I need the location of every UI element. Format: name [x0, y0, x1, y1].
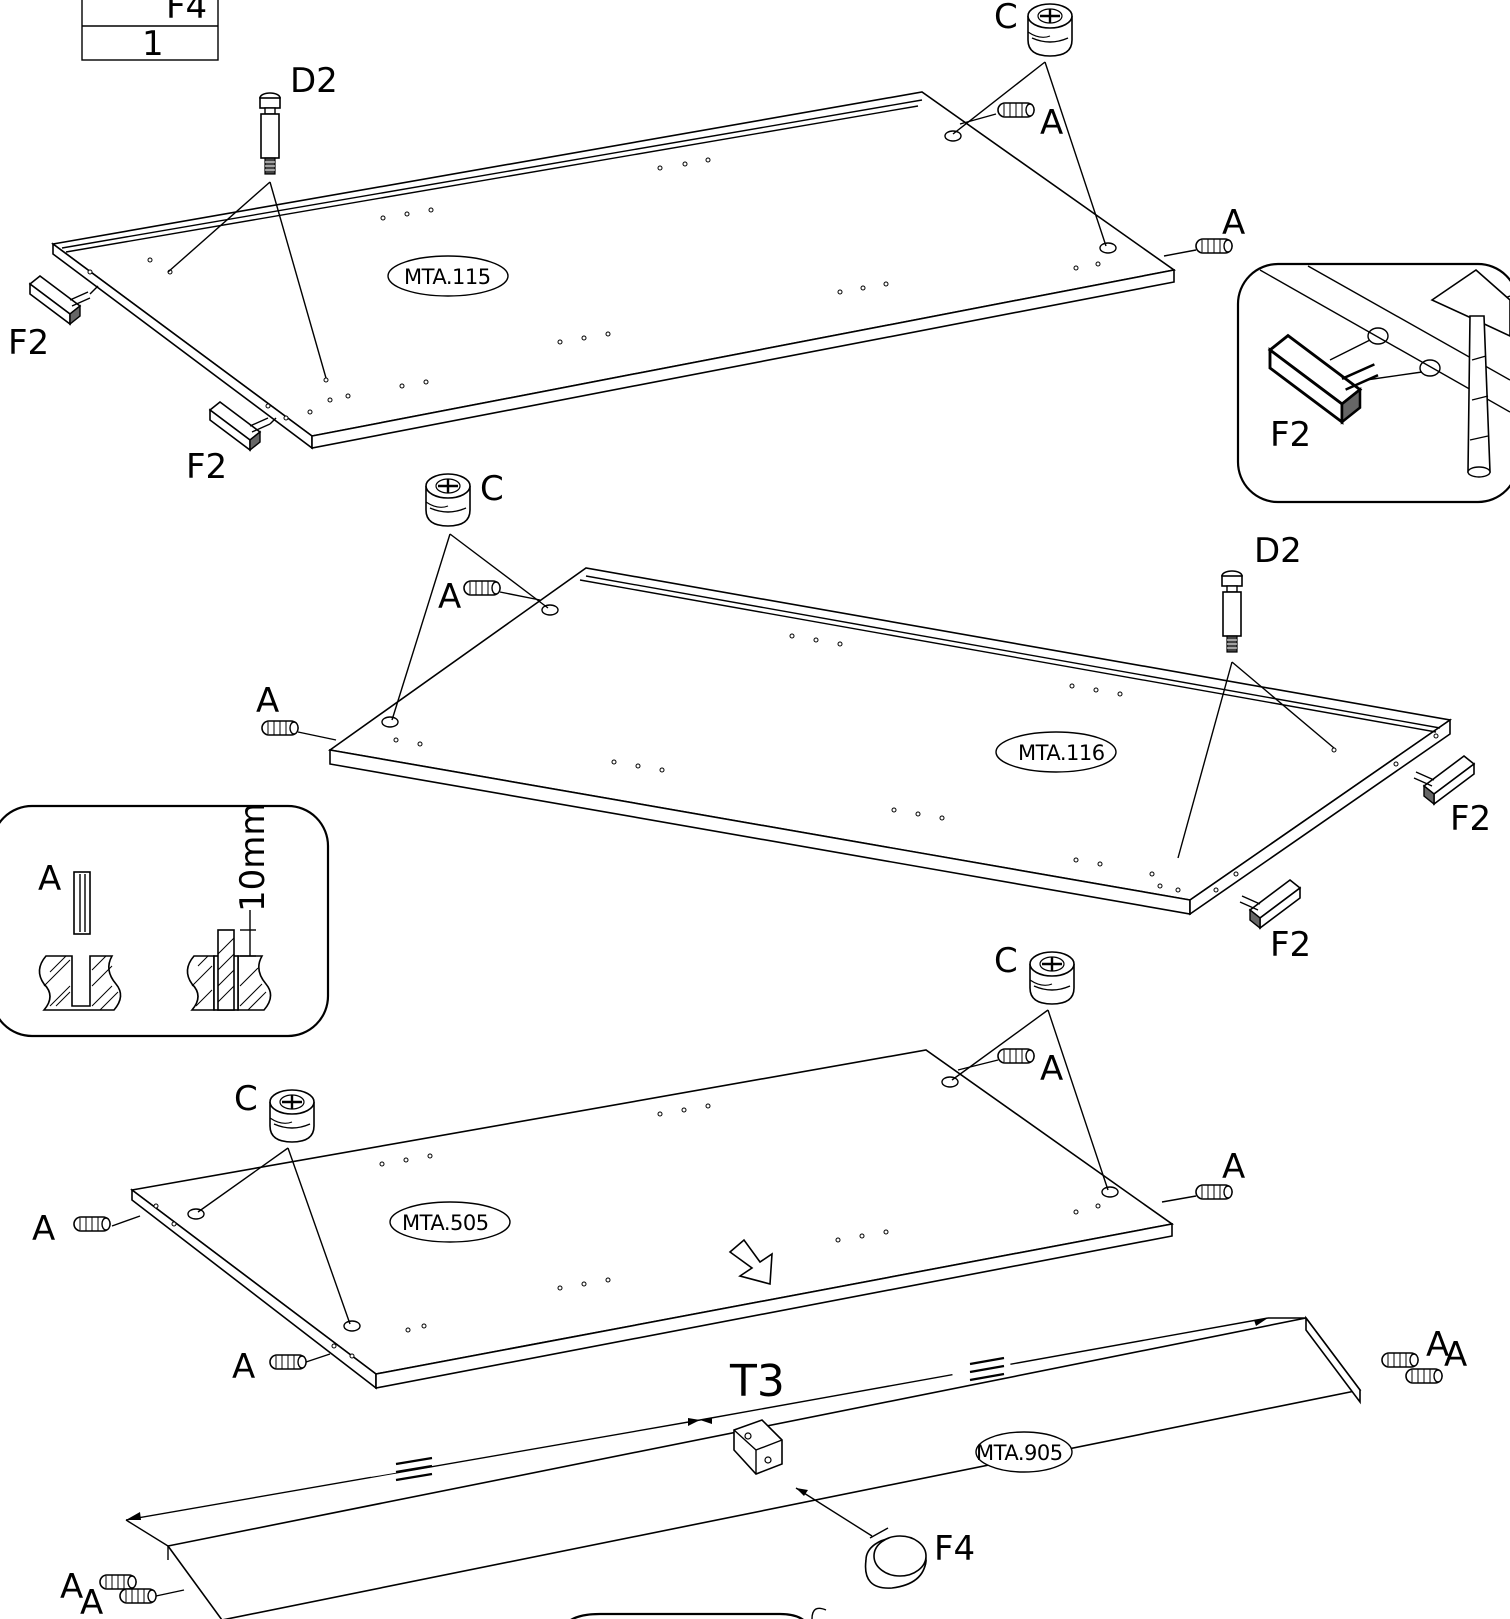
label-f2-4: F2: [1270, 925, 1311, 965]
dowel-icon: [99, 1574, 137, 1590]
furniture-foot-icon: [795, 1487, 927, 1589]
label-f2-2: F2: [186, 447, 227, 487]
detail-label-a: A: [38, 859, 61, 899]
label-d2-1: D2: [290, 61, 338, 101]
cam-lock-icon: [268, 1088, 316, 1144]
cam-lock-icon: [1028, 950, 1076, 1006]
detail-handle-hammer: F2: [1236, 262, 1510, 504]
label-a-2: A: [1222, 203, 1245, 243]
label-a-3: A: [438, 577, 461, 617]
dowel-icon: [269, 1354, 307, 1370]
detail-depth-label: 10mm: [233, 802, 273, 912]
label-a-10: A: [1444, 1335, 1467, 1375]
dowel-icon: [997, 1048, 1035, 1064]
label-a-12: A: [80, 1583, 103, 1619]
panel-mta-505: MTA.505: [130, 1049, 1175, 1390]
dowel-icon: [261, 720, 299, 736]
dowel-icon: [997, 102, 1035, 118]
label-t3: T3: [729, 1356, 785, 1407]
label-a-9: A: [1426, 1325, 1449, 1365]
panel-label-mta-905: MTA.905: [976, 1441, 1063, 1465]
detail-dowel-depth: A 10mm: [0, 802, 330, 1038]
corner-bracket-icon: [733, 1419, 783, 1475]
arrow-icon: [728, 1238, 773, 1286]
label-a-4: A: [256, 681, 279, 721]
label-a-8: A: [232, 1347, 255, 1387]
panel-mta-115: MTA.115: [51, 91, 1176, 450]
label-d2-2: D2: [1254, 531, 1302, 571]
label-f2-1: F2: [8, 323, 49, 363]
label-a-7: A: [32, 1209, 55, 1249]
label-a-5: A: [1040, 1049, 1063, 1089]
cam-lock-icon: [1026, 2, 1074, 58]
label-c-4: C: [234, 1079, 258, 1119]
label-f4: F4: [934, 1529, 975, 1569]
dowel-icon: [1405, 1368, 1443, 1384]
handle-icon: [1413, 755, 1475, 805]
panel-label-mta-116: MTA.116: [1018, 741, 1105, 765]
label-a-1: A: [1040, 103, 1063, 143]
label-c-2: C: [480, 469, 504, 509]
cam-bolt-icon: [1221, 570, 1243, 653]
quantity-table: F4 1: [81, 0, 219, 64]
label-c-3: C: [994, 941, 1018, 981]
handle-icon: [29, 275, 91, 325]
label-c-1: C: [994, 0, 1018, 37]
panel-label-mta-505: MTA.505: [402, 1211, 489, 1235]
dowel-icon: [1381, 1352, 1419, 1368]
label-f2-detail: F2: [1270, 415, 1311, 455]
detail-box-partial: [558, 1612, 804, 1619]
label-f2-3: F2: [1450, 799, 1491, 839]
table-part: F4: [166, 0, 207, 27]
panel-mta-116: MTA.116: [327, 567, 1453, 916]
panel-label-mta-115: MTA.115: [404, 265, 491, 289]
table-quantity: 1: [142, 24, 164, 64]
cam-lock-icon: [424, 472, 472, 528]
hammer-icon: [1430, 268, 1510, 478]
dowel-icon: [463, 580, 501, 596]
label-a-11: A: [60, 1567, 83, 1607]
handle-icon: [1239, 879, 1301, 929]
dowel-icon: [73, 1216, 111, 1232]
dowel-icon: [119, 1588, 157, 1604]
cam-bolt-icon: [259, 92, 281, 175]
dowel-icon: [1195, 1184, 1233, 1200]
label-a-6: A: [1222, 1147, 1245, 1187]
